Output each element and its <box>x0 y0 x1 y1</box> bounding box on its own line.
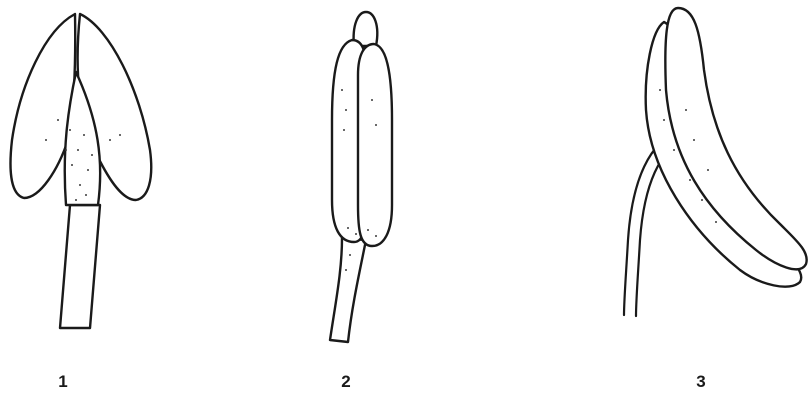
stamen-1-drawing <box>11 14 152 328</box>
panel-label-2: 2 <box>341 372 350 391</box>
panel-label-3: 3 <box>696 372 705 391</box>
stamen-3-drawing <box>624 8 807 316</box>
stamen-1-filament <box>60 205 100 328</box>
stamen-3-theca-front <box>665 8 806 269</box>
stamen-2-drawing <box>330 12 392 342</box>
panel-label-1: 1 <box>58 372 67 391</box>
stamen-2-filament <box>330 238 366 342</box>
stamen-2-theca-right <box>358 44 392 246</box>
